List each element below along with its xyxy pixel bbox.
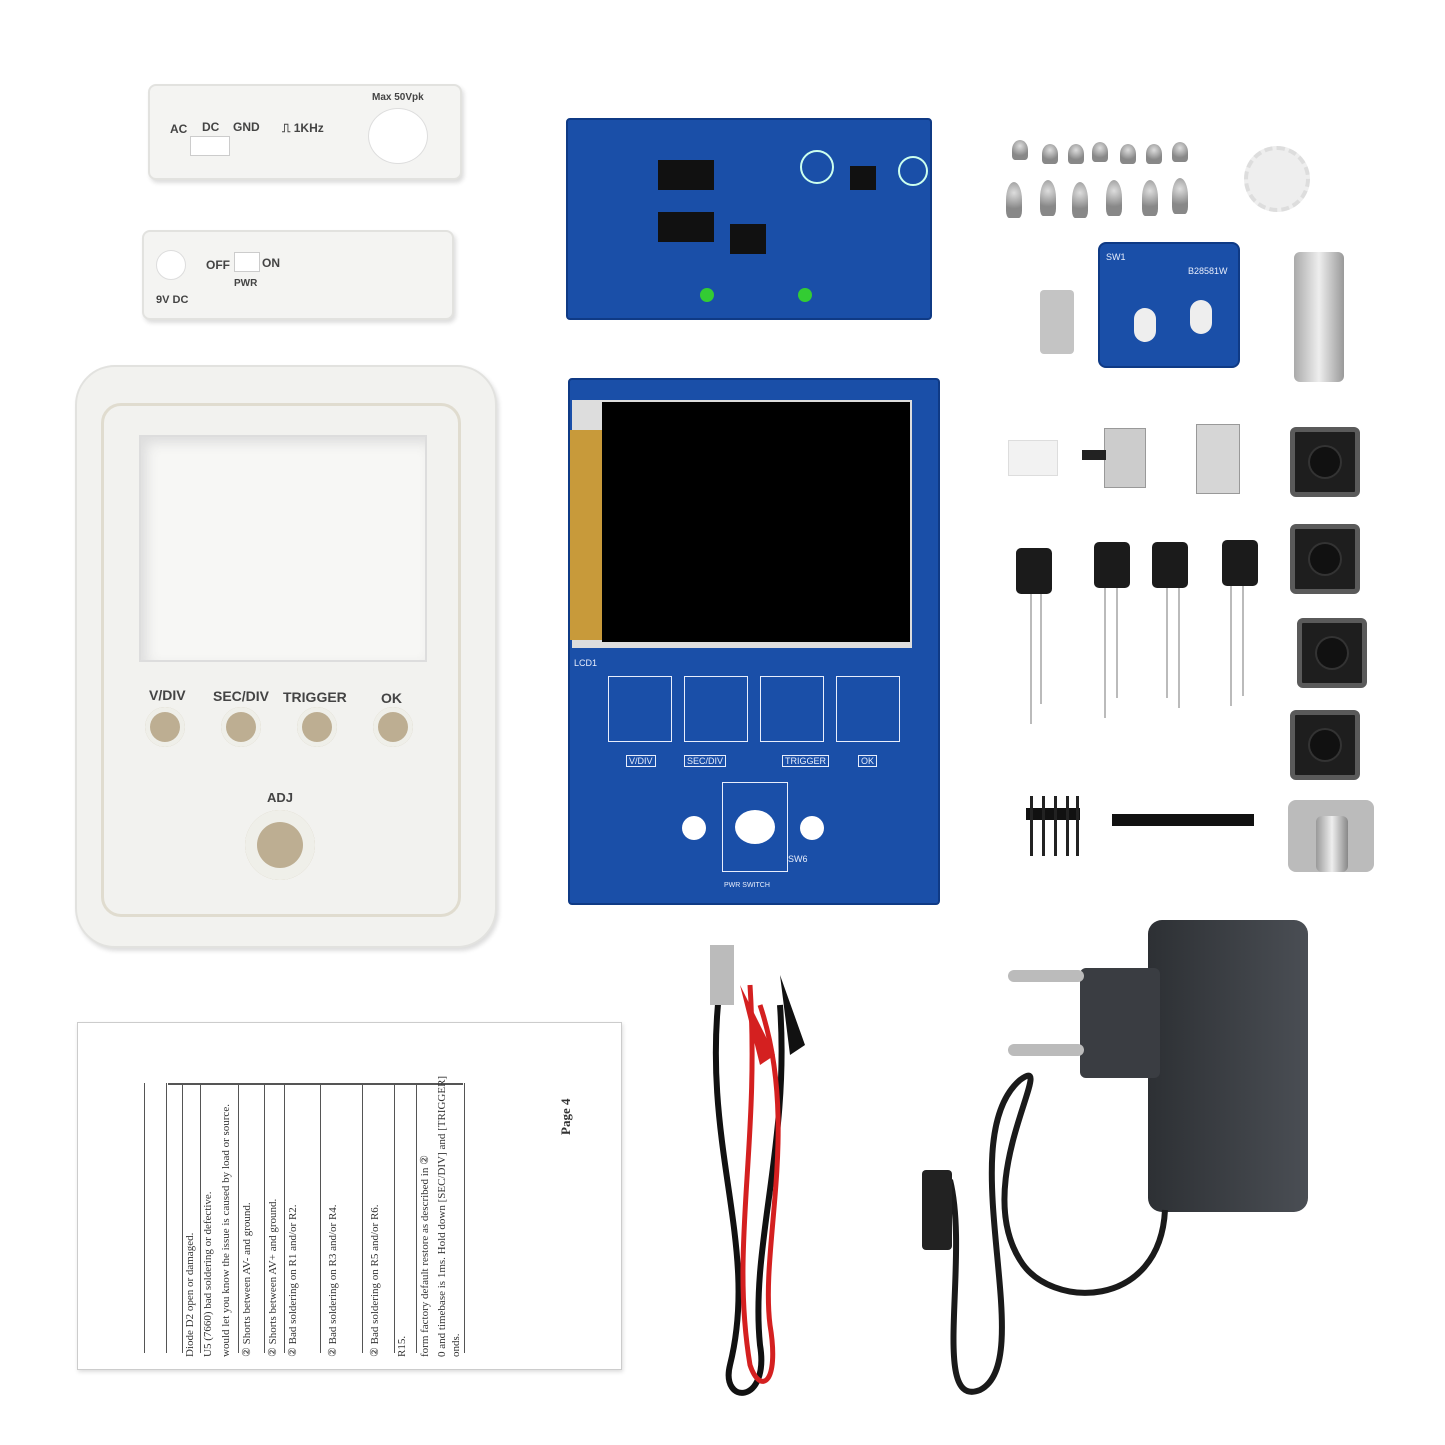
manual-line: ② Bad soldering on R3 and/or R4. xyxy=(327,1204,339,1357)
trigger-label: TRIGGER xyxy=(283,689,347,705)
push-button xyxy=(1290,524,1360,594)
adj-label: ADJ xyxy=(267,790,294,805)
on-label: ON xyxy=(262,256,280,270)
pcb-trigger-label: TRIGGER xyxy=(782,755,830,767)
manual-line: ② Shorts between AV- and ground. xyxy=(241,1202,253,1357)
manual-line: ② Bad soldering on R5 and/or R6. xyxy=(369,1204,381,1357)
ac-label: AC xyxy=(170,122,188,136)
off-label: OFF xyxy=(206,258,230,272)
switch-pcb: SW1 B28581W xyxy=(1098,242,1240,368)
sw1-label: SW1 xyxy=(1106,252,1126,262)
pcb-ok-label: OK xyxy=(858,755,878,767)
secdiv-label: SEC/DIV xyxy=(213,688,270,704)
bnc-hole xyxy=(368,108,428,164)
buzzer xyxy=(1294,252,1344,382)
pwr-switch-label: PWR SWITCH xyxy=(724,882,770,889)
pcb-vdiv-label: V/DIV xyxy=(626,755,656,767)
dc-label: DC xyxy=(202,120,220,134)
screen-window xyxy=(139,435,427,662)
adapter-cable xyxy=(922,1072,1168,1395)
push-button xyxy=(1297,618,1367,688)
push-button xyxy=(1290,710,1360,780)
lcd-label: LCD1 xyxy=(574,658,598,668)
code-label: B28581W xyxy=(1188,266,1228,276)
lcd-screen xyxy=(602,402,910,642)
pcb-secdiv-label: SEC/DIV xyxy=(684,755,727,767)
manual-line: would let you know the issue is caused b… xyxy=(220,1104,232,1357)
manual-line: ② Bad soldering on R1 and/or R2. xyxy=(287,1204,299,1357)
ok-label: OK xyxy=(381,690,402,706)
front-panel-power: OFF ON PWR 9V DC xyxy=(142,230,454,320)
manual-line: onds. xyxy=(450,1333,462,1357)
vdiv-label: V/DIV xyxy=(149,687,186,703)
manual-line: R15. xyxy=(396,1335,408,1357)
dc-jack-hole xyxy=(156,250,186,280)
pwr-label: PWR xyxy=(234,278,258,289)
manual-page: Diode D2 open or damaged. U5 (7660) bad … xyxy=(77,1022,622,1370)
main-pcb: LCD1 V/DIV SEC/DIV TRIGGER OK SW6 PWR SW… xyxy=(568,378,940,905)
manual-line: ② Shorts between AV+ and ground. xyxy=(267,1198,279,1357)
enclosure: V/DIV SEC/DIV TRIGGER OK ADJ xyxy=(75,365,497,948)
max-label: Max 50Vpk xyxy=(372,92,424,103)
manual-line: U5 (7660) bad soldering or defective. xyxy=(202,1191,214,1357)
gnd-label: GND xyxy=(233,120,260,134)
analog-pcb xyxy=(566,118,932,320)
probe-cable xyxy=(710,945,805,1396)
front-panel-input: AC DC GND ⎍ 1KHz Max 50Vpk xyxy=(148,84,462,180)
sw6-label: SW6 xyxy=(788,854,808,864)
power-adapter xyxy=(1148,920,1308,1212)
manual-line: Diode D2 open or damaged. xyxy=(184,1232,196,1357)
9vdc-label: 9V DC xyxy=(156,294,189,306)
page-number: Page 4 xyxy=(558,1098,573,1135)
knob-cap xyxy=(1244,146,1310,212)
push-button xyxy=(1290,427,1360,497)
manual-line: 0 and timebase is 1ms. Hold down [SEC/DI… xyxy=(436,1075,448,1357)
freq-label: ⎍ 1KHz xyxy=(282,121,324,135)
manual-line: form factory default restore as describe… xyxy=(419,1155,431,1357)
